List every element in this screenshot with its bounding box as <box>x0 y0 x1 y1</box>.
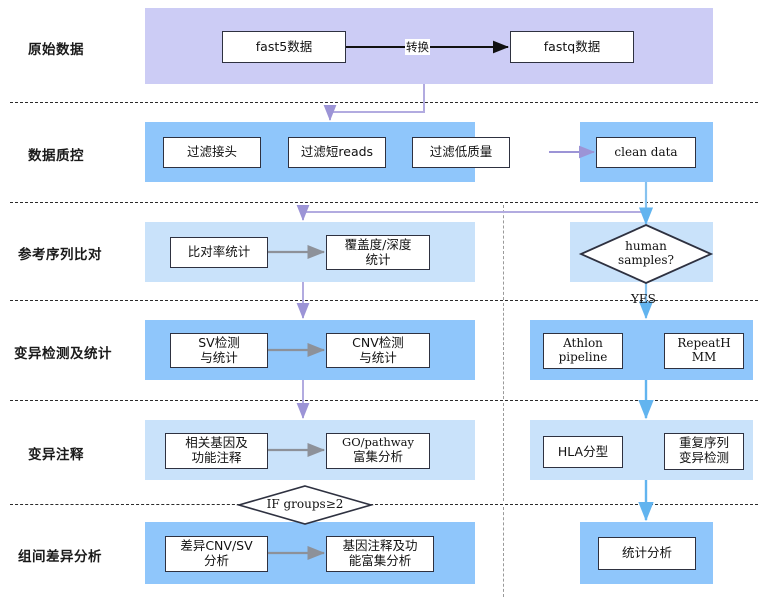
row-label-alignment: 参考序列比对 <box>18 247 102 263</box>
node-diff-cnv-sv-analysis[interactable]: 差异CNV/SV 分析 <box>165 536 268 572</box>
node-related-gene-annotation-line1: 相关基因及 <box>185 435 248 450</box>
node-repeat-sequence-variant-line2: 变异检测 <box>678 449 729 465</box>
node-filter-low-quality[interactable]: 过滤低质量 <box>412 137 510 168</box>
divider-vertical-bottom <box>503 507 504 597</box>
node-coverage-depth-stats[interactable]: 覆盖度/深度 统计 <box>326 235 430 270</box>
node-alignment-rate-stats[interactable]: 比对率统计 <box>170 237 268 268</box>
node-clean-data-line1: clean data <box>614 145 678 160</box>
node-filter-low-quality-line1: 过滤低质量 <box>429 144 493 160</box>
node-go-pathway-enrichment-line2: 富集分析 <box>352 448 403 464</box>
node-filter-short-reads[interactable]: 过滤短reads <box>288 137 386 168</box>
divider-qc-to-alignment <box>10 202 758 203</box>
node-coverage-depth-stats-line1: 覆盖度/深度 <box>344 237 412 252</box>
row-label-raw-data: 原始数据 <box>28 42 84 58</box>
edge-label-convert: 转换 <box>405 39 430 55</box>
node-fastq-data-line1: fastq数据 <box>543 38 601 54</box>
node-repeat-sequence-variant[interactable]: 重复序列 变异检测 <box>664 433 744 470</box>
edge-label-yes: YES <box>631 292 656 306</box>
row-label-annotation: 变异注释 <box>28 447 84 463</box>
divider-raw-to-qc <box>10 102 758 103</box>
decision-if-groups[interactable]: IF groups≥2 <box>236 485 374 525</box>
node-diff-cnv-sv-analysis-line1: 差异CNV/SV <box>180 538 253 553</box>
node-sv-detection[interactable]: SV检测 与统计 <box>170 333 268 368</box>
decision-human-samples-shape <box>578 224 714 284</box>
node-athlon-pipeline[interactable]: Athlon pipeline <box>543 333 623 369</box>
row-label-qc: 数据质控 <box>28 148 84 164</box>
decision-human-samples[interactable]: human samples? <box>578 224 714 284</box>
divider-annotation-to-group-left <box>10 504 250 505</box>
node-gene-annotation-enrichment-line1: 基因注释及功 <box>342 538 418 553</box>
node-related-gene-annotation-line2: 功能注释 <box>191 449 242 465</box>
node-statistical-analysis[interactable]: 统计分析 <box>598 537 696 570</box>
node-athlon-pipeline-line2: pipeline <box>558 350 608 365</box>
arrow-clean-data-to-alignment <box>296 182 647 221</box>
node-go-pathway-enrichment-line1: GO/pathway <box>342 435 414 449</box>
node-sv-detection-line2: 与统计 <box>200 349 238 365</box>
decision-if-groups-shape <box>236 485 374 525</box>
row-label-group-diff: 组间差异分析 <box>18 549 102 565</box>
node-cnv-detection-line1: CNV检测 <box>352 335 404 350</box>
node-coverage-depth-stats-line2: 统计 <box>365 251 391 267</box>
row-label-variant-calling: 变异检测及统计 <box>14 346 112 362</box>
node-hla-typing-line1: HLA分型 <box>557 443 609 459</box>
node-repeathmm[interactable]: RepeatH MM <box>664 333 744 369</box>
node-hla-typing[interactable]: HLA分型 <box>543 436 623 468</box>
node-fast5-data-line1: fast5数据 <box>255 38 313 54</box>
node-fastq-data[interactable]: fastq数据 <box>510 31 634 63</box>
divider-vertical-lower <box>503 403 504 501</box>
node-statistical-analysis-line1: 统计分析 <box>621 545 672 561</box>
node-repeathmm-line1: RepeatH <box>677 336 731 350</box>
divider-variant-to-annotation <box>10 400 758 401</box>
node-alignment-rate-stats-line1: 比对率统计 <box>187 244 251 260</box>
node-fast5-data[interactable]: fast5数据 <box>222 31 346 63</box>
divider-annotation-to-group-right <box>370 504 758 505</box>
node-gene-annotation-enrichment[interactable]: 基因注释及功 能富集分析 <box>326 536 434 572</box>
node-filter-adapter[interactable]: 过滤接头 <box>163 137 261 168</box>
node-cnv-detection[interactable]: CNV检测 与统计 <box>326 333 430 368</box>
divider-vertical-upper <box>503 205 504 300</box>
node-go-pathway-enrichment[interactable]: GO/pathway 富集分析 <box>326 433 430 469</box>
node-sv-detection-line1: SV检测 <box>198 335 240 350</box>
node-filter-short-reads-line1: 过滤短reads <box>300 144 374 160</box>
node-clean-data[interactable]: clean data <box>596 137 696 168</box>
divider-alignment-to-variant <box>10 300 758 301</box>
node-filter-adapter-line1: 过滤接头 <box>186 144 237 160</box>
node-athlon-pipeline-line1: Athlon <box>563 336 603 350</box>
node-repeathmm-line2: MM <box>691 350 717 365</box>
node-related-gene-annotation[interactable]: 相关基因及 功能注释 <box>165 433 268 469</box>
node-gene-annotation-enrichment-line2: 能富集分析 <box>348 552 412 568</box>
node-repeat-sequence-variant-line1: 重复序列 <box>678 435 729 450</box>
node-cnv-detection-line2: 与统计 <box>359 349 397 365</box>
divider-vertical-mid <box>503 303 504 399</box>
node-diff-cnv-sv-analysis-line2: 分析 <box>203 552 229 568</box>
